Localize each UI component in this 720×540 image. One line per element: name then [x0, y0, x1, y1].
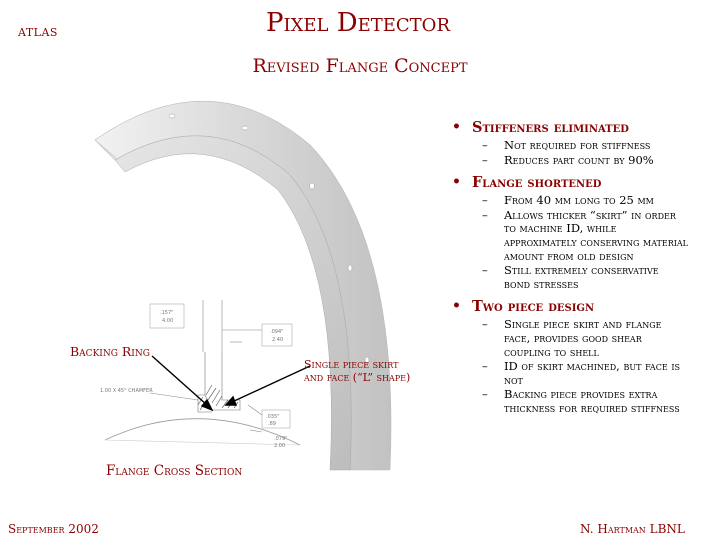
dim-label: 4.00: [162, 318, 173, 324]
sub-bullet-text: From 40 mm long to 25 mm: [504, 193, 654, 208]
sub-bullet-list: – Single piece skirt and flange face, pro…: [448, 318, 688, 415]
sub-bullet-item: – Backing piece provides extra thickness …: [448, 388, 688, 415]
bullet-dot-icon: •: [452, 119, 461, 135]
bullet-block: •Two piece design–Single piece skirt and…: [448, 297, 688, 415]
dash-icon: –: [482, 207, 488, 222]
footer-date: September 2002: [8, 522, 99, 536]
sub-bullet-list: – From 40 mm long to 25 mm – Allows thicker…: [448, 193, 688, 291]
dim-label: 2.00: [274, 443, 285, 449]
bullet-dot-icon: •: [452, 174, 461, 191]
sub-bullet-text: ID of skirt machined, but face is not: [504, 359, 680, 387]
bullet-heading-text: Flange shortened: [472, 174, 602, 192]
bullet-list: • Stiffeners eliminated – Not required for …: [448, 118, 688, 422]
bullet-block: •Flange shortened–From 40 mm long to 25 …: [448, 173, 688, 291]
sub-bullet-item: – Reduces part count by 90%: [448, 152, 688, 168]
sub-bullet-text: Single piece skirt and flange face, prov…: [504, 317, 662, 359]
dim-label: 2.40: [272, 337, 283, 343]
backing-ring-label: Backing Ring: [70, 344, 150, 359]
cross-section-drawing: [104, 300, 301, 446]
dash-icon: –: [482, 138, 488, 152]
bolt-hole: [241, 125, 249, 131]
dash-icon: –: [482, 152, 488, 167]
sub-bullet-item: – From 40 mm long to 25 mm: [448, 193, 688, 208]
skirt-label-line1: Single piece skirt: [304, 358, 399, 371]
dash-icon: –: [482, 359, 488, 374]
dim-label: .035": [266, 414, 279, 420]
sub-bullet-text: Not required for stiffness: [504, 138, 651, 152]
page-title-text: Pixel Detector: [266, 8, 450, 38]
sub-bullet-text: Still extremely conservative bond stress…: [504, 263, 659, 291]
bullet-heading: • Two piece design: [448, 297, 688, 316]
sub-bullet-list: – Not required for stiffness – Reduces part…: [448, 138, 688, 168]
sub-bullet-text: Allows thicker “skirt” in order to machi…: [504, 207, 688, 263]
bullet-heading: • Flange shortened: [448, 173, 688, 192]
bolt-hole: [347, 264, 353, 272]
dim-label: .079": [274, 436, 287, 442]
cross-section-caption: Flange Cross Section: [106, 463, 243, 479]
sub-bullet-item: – Allows thicker “skirt” in order to mach…: [448, 207, 688, 263]
dash-icon: –: [482, 193, 488, 208]
footer-author: N. Hartman LBNL: [580, 522, 685, 536]
dash-icon: –: [482, 387, 488, 402]
page-subtitle: Revised Flange Concept: [252, 55, 468, 77]
sub-bullet-text: Reduces part count by 90%: [504, 152, 654, 167]
dim-label: .89: [268, 421, 276, 427]
sub-bullet-item: – ID of skirt machined, but face is not: [448, 359, 688, 387]
dim-label: .094": [270, 329, 283, 335]
bullet-dot-icon: •: [452, 298, 461, 315]
dash-icon: –: [482, 317, 488, 332]
bolt-hole: [364, 356, 370, 364]
chamfer-label: 1.00 X 45° CHAMFER: [100, 388, 153, 394]
page-title: Pixel Detector: [0, 8, 720, 38]
ring-left-edge: [94, 139, 119, 161]
sub-bullet-text: Backing piece provides extra thickness f…: [504, 387, 680, 415]
dim-label: .157": [160, 310, 173, 316]
bullet-heading: • Stiffeners eliminated: [448, 118, 688, 137]
ring-inner-skirt: [114, 135, 352, 471]
callout-arrows: [151, 355, 311, 412]
bullet-heading-text: Two piece design: [472, 298, 595, 316]
bullet-block: • Stiffeners eliminated – Not required for …: [448, 118, 688, 167]
bolt-hole: [168, 113, 176, 119]
dash-icon: –: [482, 263, 488, 278]
sub-bullet-item: – Not required for stiffness: [448, 138, 688, 153]
org-logo-text: atlas: [18, 22, 58, 40]
skirt-label: Single piece skirt and face (“L” shape): [304, 358, 410, 384]
bolt-hole: [309, 182, 315, 190]
sub-bullet-item: – Still extremely conservative bond stres…: [448, 263, 688, 291]
skirt-label-line2: and face (“L” shape): [304, 371, 411, 384]
sub-bullet-item: – Single piece skirt and flange face, pro…: [448, 318, 688, 359]
flange-figure: .157" 4.00 .094" 2.40 1.00 X 45° CHAMFER…: [94, 100, 392, 471]
bullet-heading-text: Stiffeners eliminated: [472, 119, 629, 136]
